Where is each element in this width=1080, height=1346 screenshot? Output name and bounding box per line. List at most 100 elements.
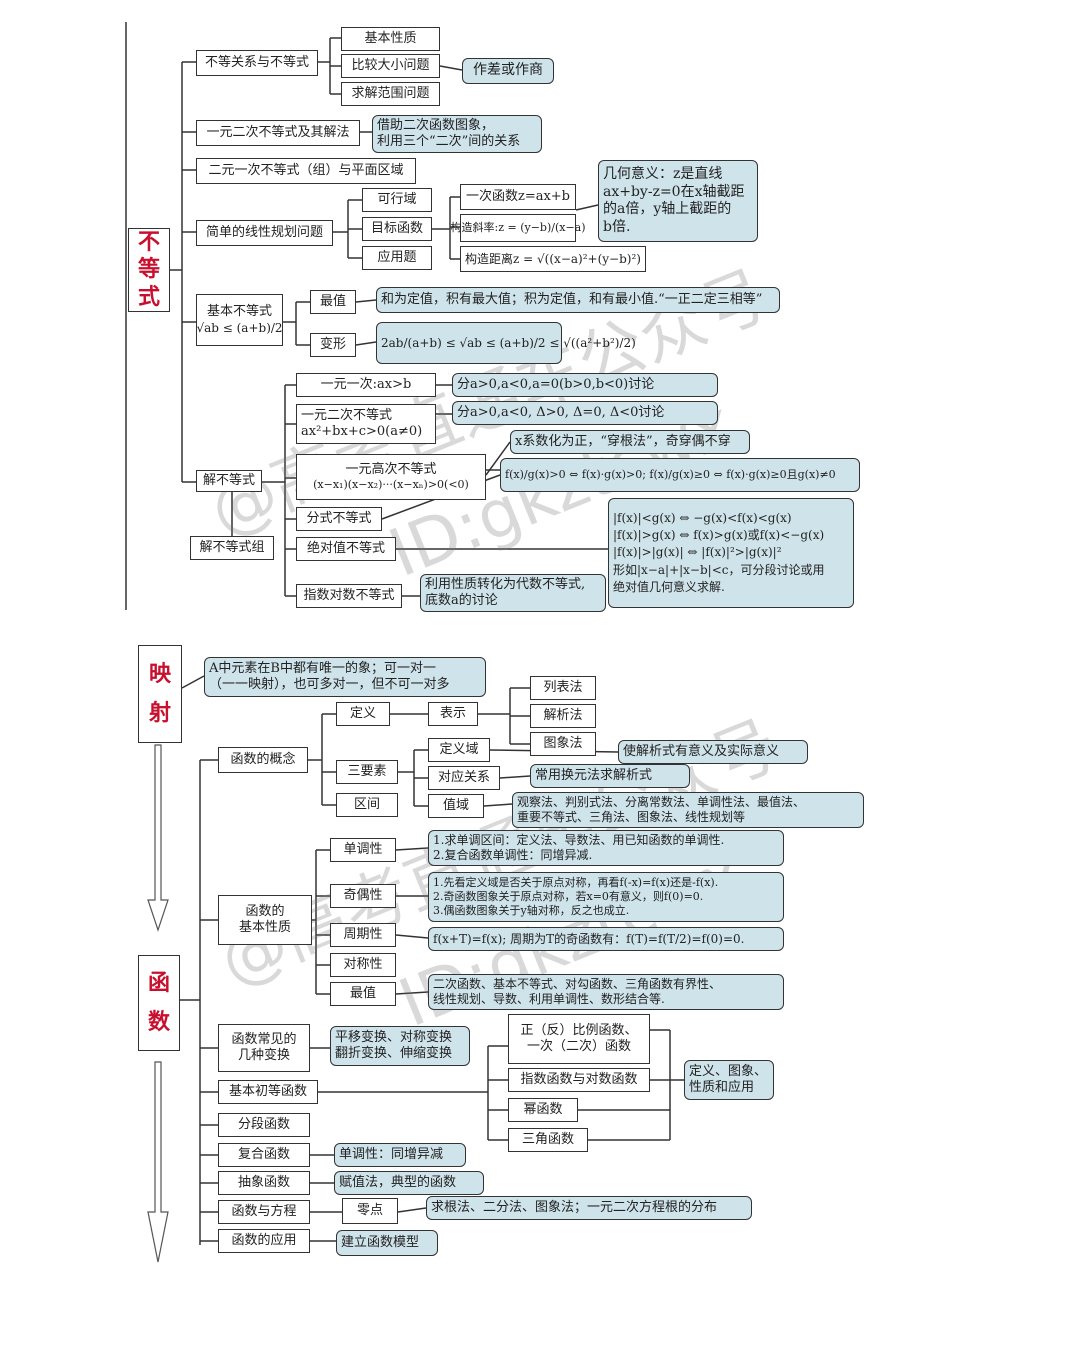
node-line: 正（反）比例函数、 bbox=[520, 1022, 638, 1038]
root-char: 式 bbox=[137, 283, 160, 310]
node-basic-property: 基本性质 bbox=[341, 27, 440, 51]
node-representation: 表示 bbox=[428, 702, 478, 726]
node-piecewise: 分段函数 bbox=[218, 1113, 310, 1137]
root-char: 函 bbox=[147, 969, 170, 996]
node-absolute: 绝对值不等式 bbox=[296, 537, 396, 561]
node-transform: 变形 bbox=[310, 333, 356, 357]
node-exp-log: 指数对数不等式 bbox=[296, 584, 402, 608]
node-abstract: 抽象函数 bbox=[218, 1171, 310, 1195]
node-three-elements: 三要素 bbox=[336, 760, 398, 784]
note-composite: 单调性：同增异减 bbox=[334, 1143, 466, 1167]
note-high-degree: x系数化为正，“穿根法”，奇穿偶不穿 bbox=[510, 430, 750, 454]
node-periodicity: 周期性 bbox=[330, 923, 396, 947]
node-transformations: 函数常见的 几种变换 bbox=[218, 1024, 310, 1072]
node-interval: 区间 bbox=[336, 793, 398, 817]
node-compare: 比较大小问题 bbox=[341, 54, 440, 78]
note-line: 3.偶函数图象关于y轴对称，反之也成立. bbox=[433, 903, 630, 917]
note-quadratic2: 分a>0,a<0, Δ>0, Δ=0, Δ<0讨论 bbox=[452, 401, 718, 425]
node-high-degree: 一元高次不等式 (x−x₁)(x−x₂)···(x−xₙ)>0(<0) bbox=[296, 454, 486, 500]
node-parity: 奇偶性 bbox=[330, 884, 396, 908]
note-line: ax+by-z=0在x轴截距 bbox=[603, 183, 745, 200]
node-line: √ab ≤ (a+b)/2 bbox=[196, 320, 283, 335]
node-function-application: 函数的应用 bbox=[218, 1229, 310, 1253]
note-line: 翻折变换、伸缩变换 bbox=[335, 1046, 453, 1061]
root-char: 不 bbox=[137, 228, 160, 255]
note-line: 二次函数、基本不等式、对勾函数、三角函数有界性、 bbox=[433, 977, 722, 991]
note-function-application: 建立函数模型 bbox=[336, 1230, 438, 1256]
node-elementary: 基本初等函数 bbox=[218, 1080, 318, 1104]
note-correspondence: 常用换元法求解析式 bbox=[530, 764, 690, 788]
node-list-method: 列表法 bbox=[530, 676, 596, 700]
note-line: 2.奇函数图象关于原点对称，若x=0有意义，则f(0)=0. bbox=[433, 890, 704, 904]
node-fraction: 分式不等式 bbox=[296, 507, 382, 531]
node-monotonicity: 单调性 bbox=[330, 838, 396, 862]
node-linear-programming: 简单的线性规划问题 bbox=[196, 220, 333, 246]
node-graph-method: 图象法 bbox=[530, 732, 596, 756]
node-definition: 定义 bbox=[336, 702, 390, 726]
node-exp-log-fn: 指数函数与对数函数 bbox=[508, 1068, 650, 1092]
node-relation: 不等关系与不等式 bbox=[196, 50, 318, 76]
node-domain: 定义域 bbox=[428, 738, 490, 762]
note-line: |f(x)|>|g(x)| ⇔ |f(x)|²>|g(x)|² bbox=[613, 545, 782, 560]
note-line: 观察法、判别式法、分离常数法、单调性法、最值法、 bbox=[517, 795, 806, 809]
root-inequality: 不 等 式 bbox=[128, 228, 170, 312]
note-max-min: 二次函数、基本不等式、对勾函数、三角函数有界性、 线性规划、导数、利用单调性、数… bbox=[428, 974, 784, 1010]
note-value-range: 观察法、判别式法、分离常数法、单调性法、最值法、 重要不等式、三角法、图象法、线… bbox=[512, 792, 864, 828]
note-line: 重要不等式、三角法、图象法、线性规划等 bbox=[517, 810, 746, 824]
node-line: 一次（二次）函数 bbox=[526, 1039, 631, 1054]
node-zero-point: 零点 bbox=[342, 1198, 398, 1224]
node-application: 应用题 bbox=[362, 246, 432, 270]
root-char: 等 bbox=[137, 256, 160, 283]
root-function: 函 数 bbox=[138, 955, 180, 1051]
node-range: 求解范围问题 bbox=[341, 82, 440, 106]
note-parity: 1.先看定义域是否关于原点对称，再看f(-x)=f(x)还是-f(x). 2.奇… bbox=[428, 872, 784, 922]
note-line: 底数a的讨论 bbox=[425, 593, 498, 608]
note-line: A中元素在B中都有唯一的象；可一对一 bbox=[209, 660, 436, 676]
note-elementary: 定义、图象、 性质和应用 bbox=[684, 1060, 774, 1100]
node-function-equation: 函数与方程 bbox=[218, 1200, 310, 1224]
node-line: 一元高次不等式 bbox=[345, 462, 437, 477]
note-linear1: 分a>0,a<0,a=0(b>0,b<0)讨论 bbox=[452, 373, 718, 397]
note-line: b倍. bbox=[603, 218, 631, 235]
node-power-fn: 幂函数 bbox=[508, 1098, 578, 1122]
root-char: 射 bbox=[148, 700, 171, 726]
note-line: 几何意义：z是直线 bbox=[603, 166, 723, 182]
node-line: 函数常见的 bbox=[231, 1031, 297, 1047]
node-quadratic: 一元二次不等式及其解法 bbox=[196, 120, 360, 146]
note-line: |f(x)|>g(x) ⇔ f(x)>g(x)或f(x)<−g(x) bbox=[613, 527, 825, 542]
node-objective: 目标函数 bbox=[362, 217, 432, 241]
node-value-range: 值域 bbox=[428, 794, 484, 818]
note-line: 利用三个“二次”间的关系 bbox=[377, 134, 521, 149]
note-diff: 作差或作商 bbox=[462, 58, 554, 84]
node-basic-inequality: 基本不等式 √ab ≤ (a+b)/2 bbox=[196, 294, 283, 346]
note-extreme: 和为定值，积有最大值；积为定值，和有最小值.“一正二定三相等” bbox=[376, 287, 780, 313]
note-periodicity: f(x+T)=f(x); 周期为T的奇函数有：f(T)=f(T/2)=f(0)=… bbox=[428, 927, 784, 951]
note-line: 形如|x−a|+|x−b|<c，可分段讨论或用 bbox=[613, 562, 825, 577]
node-region: 二元一次不等式（组）与平面区域 bbox=[196, 158, 416, 184]
node-trig-fn: 三角函数 bbox=[508, 1128, 588, 1152]
note-abstract: 赋值法，典型的函数 bbox=[334, 1171, 484, 1195]
note-zero-point: 求根法、二分法、图象法；一元二次方程根的分布 bbox=[426, 1196, 752, 1220]
note-line: 1.求单调区间：定义法、导数法、用已知函数的单调性. bbox=[433, 833, 725, 847]
node-line: ax²+bx+c>0(a≠0) bbox=[301, 424, 423, 439]
node-linear1: 一元一次:ax>b bbox=[296, 373, 436, 397]
note-line: 线性规划、导数、利用单调性、数形结合等. bbox=[433, 992, 665, 1006]
note-fraction: f(x)/g(x)>0 ⇔ f(x)·g(x)>0; f(x)/g(x)≥0 ⇔… bbox=[500, 458, 860, 492]
root-char: 映 bbox=[148, 660, 171, 687]
note-line: |f(x)|<g(x) ⇔ −g(x)<f(x)<g(x) bbox=[613, 510, 792, 525]
note-monotonicity: 1.求单调区间：定义法、导数法、用已知函数的单调性. 2.复合函数单调性：同增异… bbox=[428, 830, 784, 866]
note-domain: 使解析式有意义及实际意义 bbox=[618, 740, 808, 764]
node-line: (x−x₁)(x−x₂)···(x−xₙ)>0(<0) bbox=[313, 478, 469, 492]
node-proportional-fn: 正（反）比例函数、 一次（二次）函数 bbox=[508, 1014, 650, 1064]
note-line: 1.先看定义域是否关于原点对称，再看f(-x)=f(x)还是-f(x). bbox=[433, 876, 719, 890]
note-absolute: |f(x)|<g(x) ⇔ −g(x)<f(x)<g(x) |f(x)|>g(x… bbox=[608, 498, 854, 608]
note-line: 的a倍，y轴上截距的 bbox=[603, 201, 732, 217]
node-symmetry: 对称性 bbox=[330, 953, 396, 977]
node-concept: 函数的概念 bbox=[218, 747, 308, 773]
note-line: 利用性质转化为代数不等式, bbox=[425, 576, 586, 592]
node-properties: 函数的 基本性质 bbox=[218, 895, 312, 945]
node-slope: 构造斜率:z = (y−b)/(x−a) bbox=[450, 214, 586, 242]
node-correspondence: 对应关系 bbox=[428, 766, 500, 790]
node-feasible: 可行域 bbox=[362, 188, 432, 212]
root-mapping: 映 射 bbox=[138, 645, 182, 743]
